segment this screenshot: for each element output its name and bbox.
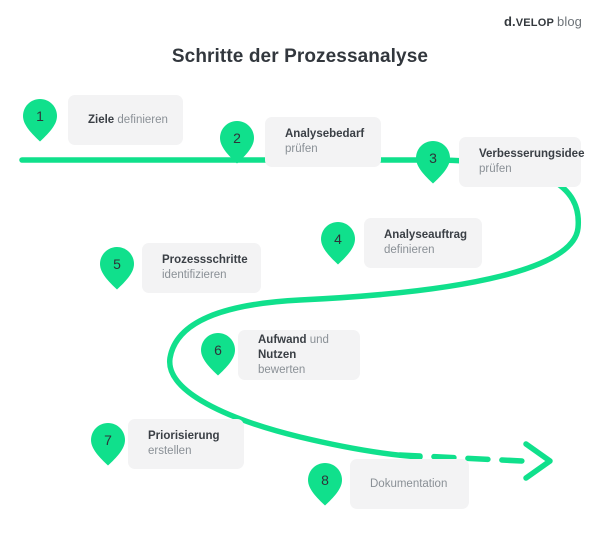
map-pin-shape xyxy=(321,222,355,265)
arrow-head xyxy=(523,441,553,481)
brand-mark: velop xyxy=(515,17,555,29)
page-title: Schritte der Prozessanalyse xyxy=(171,46,429,67)
map-pin-icon[interactable]: 7 xyxy=(90,422,126,466)
map-pin-shape xyxy=(220,121,254,164)
map-pin-shape xyxy=(23,99,57,142)
s-curve-process-path xyxy=(19,157,581,460)
map-pin-shape xyxy=(308,463,342,506)
map-pin-icon[interactable]: 2 xyxy=(219,120,255,164)
map-pin-icon[interactable]: 6 xyxy=(200,332,236,376)
map-pin-icon[interactable]: 4 xyxy=(320,221,356,265)
map-pin-icon[interactable]: 3 xyxy=(415,140,451,184)
step-label: Ziele definieren xyxy=(88,113,168,126)
map-pin-icon[interactable]: 5 xyxy=(99,246,135,290)
map-pin-icon[interactable]: 1 xyxy=(22,98,58,142)
step-card[interactable]: Ziele definieren xyxy=(68,95,183,145)
brand-logo: d.velopblog xyxy=(504,14,582,29)
map-pin-shape xyxy=(416,141,450,184)
map-pin-shape xyxy=(91,423,125,466)
map-pin-shape xyxy=(100,247,134,290)
dashed-tail xyxy=(397,452,525,464)
map-pin-icon[interactable]: 8 xyxy=(307,462,343,506)
brand-prefix: d. xyxy=(503,14,516,29)
step-label: Dokumentation xyxy=(370,477,448,490)
map-pin-shape xyxy=(201,333,235,376)
step-card[interactable]: Dokumentation xyxy=(350,459,469,509)
brand-suffix: blog xyxy=(557,14,582,29)
